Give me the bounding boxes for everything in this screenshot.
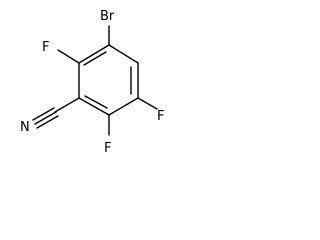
atom-label-f-top-left: F [42, 40, 49, 55]
molecule-structure: Br F F F N [20, 9, 164, 156]
atom-label-n: N [20, 120, 30, 135]
bond-c1-c2-inner [83, 51, 107, 66]
bond-c6-c1 [108, 44, 139, 64]
bond-c3-c4-inner [84, 95, 108, 109]
bond-cn-n-2 [34, 111, 57, 125]
bond-c1-c2 [78, 44, 110, 64]
bond-c3-c4 [78, 97, 110, 116]
bond-cn-n-3 [36, 115, 59, 129]
bond-c3-cn [54, 97, 80, 113]
bond-c4-c5 [108, 97, 139, 116]
bond-c5-f [137, 97, 158, 110]
atom-label-br: Br [100, 9, 115, 24]
bond-c2-f [57, 49, 80, 64]
atom-label-f-bottom: F [104, 141, 111, 156]
atom-label-f-right: F [157, 109, 164, 124]
bond-cn-n-1 [32, 107, 55, 121]
